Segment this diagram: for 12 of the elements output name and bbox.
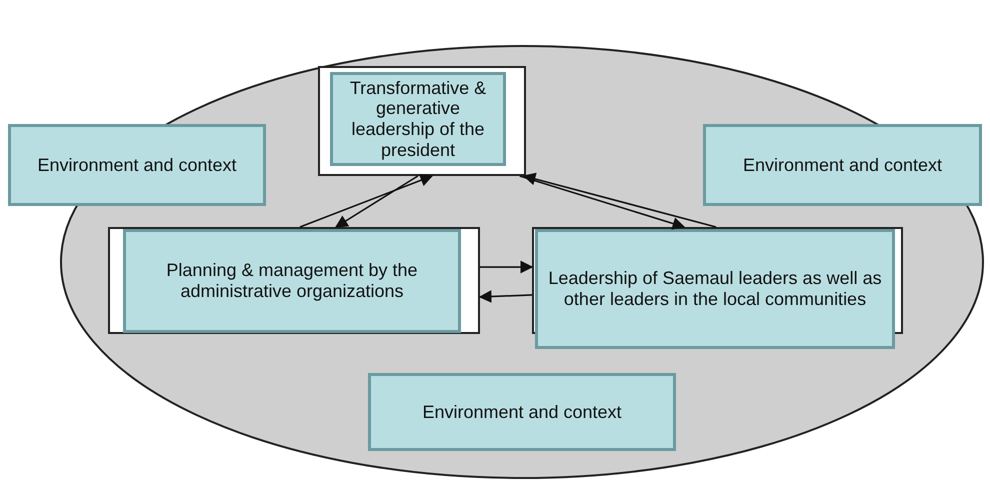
arrow [478, 290, 532, 303]
text-box: Planning & management by the administrative organizations [123, 229, 461, 333]
text-box: Transformative & generative leadership of the president [330, 72, 506, 166]
text-box: Environment and context [703, 124, 982, 206]
arrow [334, 175, 418, 228]
text-box: Environment and context [368, 373, 676, 451]
arrow [300, 174, 434, 228]
arrow [480, 260, 534, 274]
text-box: Environment and context [8, 124, 266, 206]
arrow [522, 172, 716, 228]
text-box: Leadership of Saemaul leaders as well as other leaders in the local communities [535, 229, 895, 349]
arrow [520, 175, 686, 230]
